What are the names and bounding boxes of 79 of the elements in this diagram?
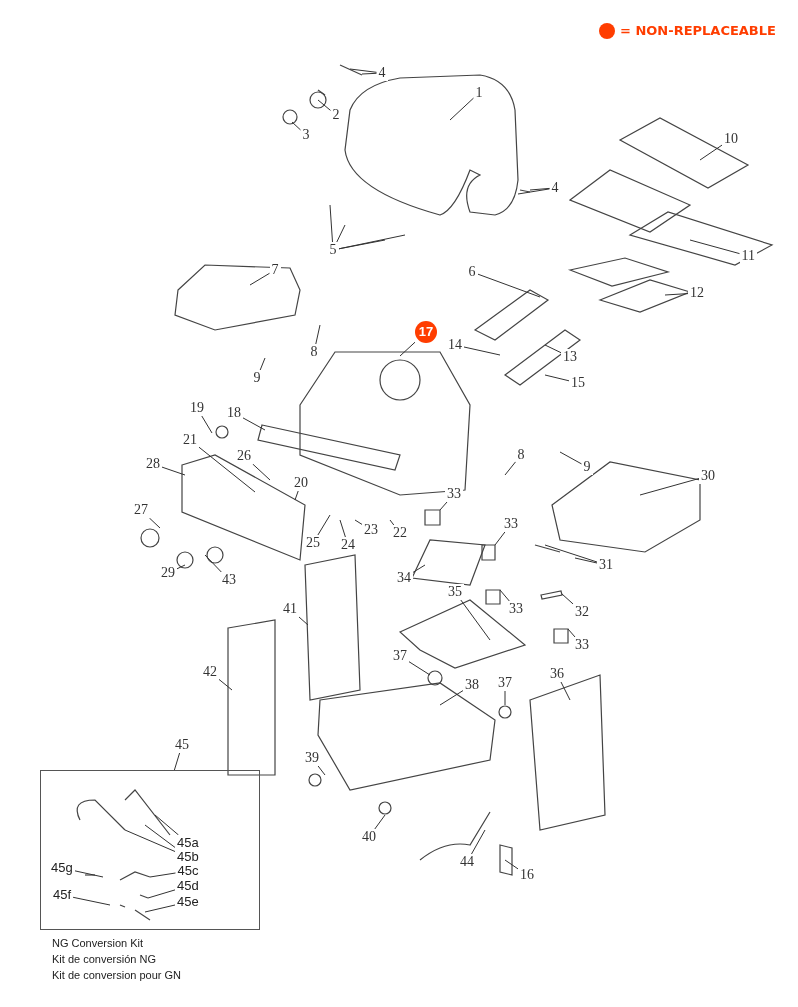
callout-number: 8 [515, 447, 527, 463]
leader-line [449, 97, 474, 121]
leader-line [317, 765, 326, 776]
leader-line [339, 519, 346, 538]
leader-line [204, 554, 222, 573]
leader-line [144, 904, 176, 913]
leader-line [354, 519, 363, 525]
caption-text: Kit de conversion pour GN [52, 969, 181, 981]
leader-line [399, 341, 416, 357]
leader-line [567, 628, 576, 638]
leader-line [148, 517, 161, 529]
leader-line [517, 188, 550, 195]
leader-line [338, 234, 406, 250]
leader-line [559, 451, 582, 465]
leader-line [161, 466, 186, 476]
legend-text: = NON-REPLACEABLE [620, 23, 776, 38]
leader-line [529, 187, 550, 191]
leader-line [699, 144, 723, 161]
leader-line [349, 68, 377, 73]
leader-line [477, 273, 541, 298]
leader-line [689, 239, 740, 255]
leader-line [439, 501, 448, 511]
leader-line [74, 870, 104, 878]
leader-line [173, 752, 181, 771]
leader-line [149, 872, 176, 878]
caption-text: NG Conversion Kit [52, 937, 144, 949]
leader-line [176, 564, 186, 570]
leader-line [72, 896, 111, 906]
leader-line [198, 446, 256, 493]
callout-number: 27 [132, 502, 150, 518]
leader-line [471, 829, 486, 855]
leader-line [336, 224, 346, 243]
leader-line [259, 357, 266, 371]
leader-line [201, 415, 213, 434]
leader-line [544, 544, 598, 563]
leader-line [218, 678, 233, 691]
leader-line [504, 859, 519, 870]
leader-line [389, 519, 395, 526]
leader-line [560, 681, 571, 701]
leader-line [317, 514, 331, 536]
leader-line [361, 72, 377, 75]
kit-frame [40, 770, 260, 930]
leader-line [412, 564, 426, 573]
leader-line [639, 478, 700, 496]
leader-line [291, 121, 301, 131]
leader-line [249, 272, 270, 286]
leader-line [154, 814, 179, 836]
leader-line [242, 417, 266, 431]
leader-line [294, 490, 299, 501]
leader-line [494, 531, 506, 546]
leader-line [499, 589, 510, 602]
callout-number: 17 [415, 321, 437, 343]
callout-number: 30 [699, 468, 717, 484]
leader-line [544, 344, 562, 354]
callout-number: 9 [581, 459, 593, 475]
leader-line [504, 461, 516, 476]
callout-number: 11 [739, 248, 757, 264]
leader-line [544, 374, 570, 382]
leader-line [147, 889, 176, 899]
leader-line [252, 463, 271, 481]
caption-text: Kit de conversión NG [52, 953, 156, 965]
leader-line [374, 814, 386, 830]
leader-line [574, 557, 598, 564]
leader-line [124, 829, 176, 852]
leader-line [664, 293, 689, 296]
callout-number: 45g [49, 860, 75, 876]
leader-line [298, 616, 309, 626]
leader-line [329, 204, 333, 243]
callout-number: 4 [376, 65, 388, 81]
leader-line [144, 824, 178, 850]
leader-line [408, 661, 431, 676]
leader-line [460, 599, 491, 641]
leader-line [463, 346, 501, 356]
leader-line [504, 690, 506, 706]
leader-line [439, 690, 464, 706]
leader-line [315, 324, 321, 345]
callout-number: 26 [235, 448, 253, 464]
leader-line [561, 593, 574, 605]
leader-line [317, 99, 331, 111]
